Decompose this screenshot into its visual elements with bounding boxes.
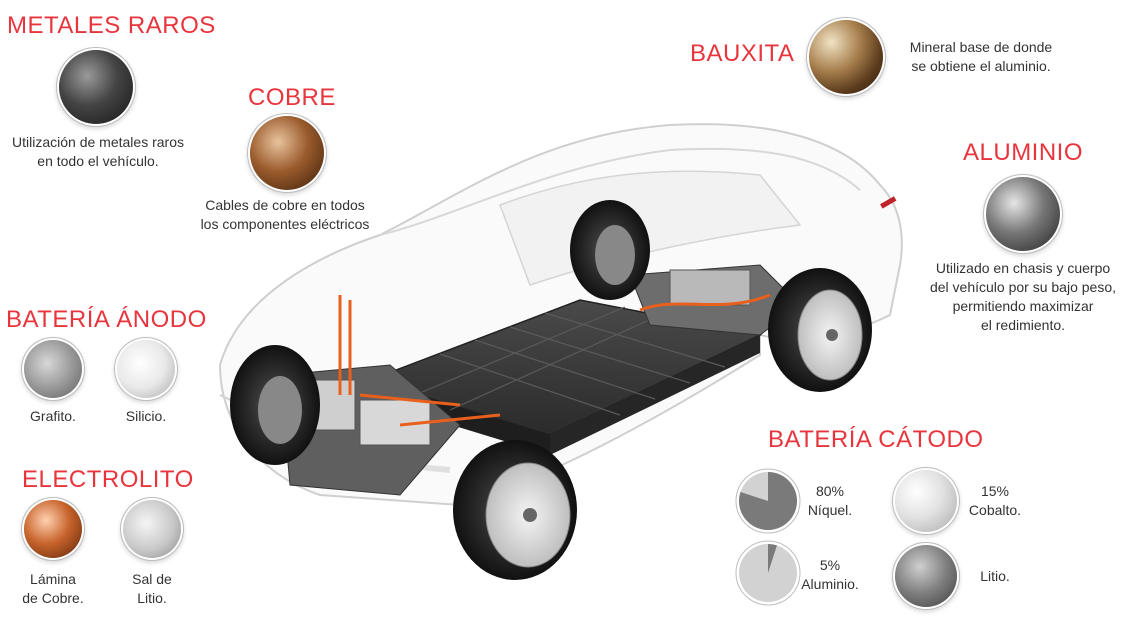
rear-left-wheel-icon — [570, 200, 650, 300]
aluminio-catodo-label: 5% Aluminio. — [801, 557, 859, 592]
copper-sphere-icon — [250, 116, 324, 190]
cobre-description: Cables de cobre en todos los componentes… — [200, 197, 370, 232]
aluminum-sphere-icon — [986, 177, 1060, 251]
silicon-sphere-icon — [117, 340, 175, 398]
bauxita-description: Mineral base de donde se obtiene el alum… — [909, 39, 1053, 74]
ev-chassis-illustration — [218, 123, 903, 580]
sal-de-litio-label: Sal de Litio. — [132, 571, 172, 606]
nickel-pie-icon — [735, 468, 801, 534]
bauxite-sphere-icon — [809, 20, 883, 94]
aluminio-heading: ALUMINIO — [963, 139, 1084, 166]
cobalt-sphere-icon — [895, 470, 957, 532]
lithium-salt-sphere-icon — [123, 500, 181, 558]
metales-raros-heading: METALES RAROS — [7, 12, 216, 39]
front-left-wheel-icon — [230, 345, 320, 465]
litio-label: Litio. — [980, 568, 1010, 584]
aluminum-pie-icon — [735, 540, 801, 606]
lithium-sphere-icon — [895, 545, 957, 607]
niquel-label: 80% Níquel. — [807, 483, 853, 518]
grafito-label: Grafito. — [30, 408, 76, 424]
lamina-de-cobre-label: Lámina de Cobre. — [22, 571, 84, 606]
bauxita-heading: BAUXITA — [690, 40, 795, 67]
pie-share-slice — [768, 544, 777, 573]
graphite-sphere-icon — [24, 340, 82, 398]
rare-metals-sphere-icon — [59, 50, 133, 124]
silicio-label: Silicio. — [125, 408, 167, 424]
electrolito-heading: ELECTROLITO — [22, 466, 194, 493]
copper-foil-sphere-icon — [24, 500, 82, 558]
aluminio-description: Utilizado en chasis y cuerpo del vehícul… — [929, 260, 1116, 333]
cobalto-label: 15% Cobalto. — [968, 483, 1022, 518]
pie-share-slice — [739, 472, 797, 530]
front-right-wheel-icon — [453, 440, 577, 580]
bateria-catodo-heading: BATERÍA CÁTODO — [768, 426, 984, 453]
bateria-anodo-heading: BATERÍA ÁNODO — [6, 306, 207, 333]
metales-raros-description: Utilización de metales raros en todo el … — [12, 134, 184, 169]
cobre-heading: COBRE — [248, 84, 336, 111]
rear-right-wheel-icon — [768, 268, 872, 392]
